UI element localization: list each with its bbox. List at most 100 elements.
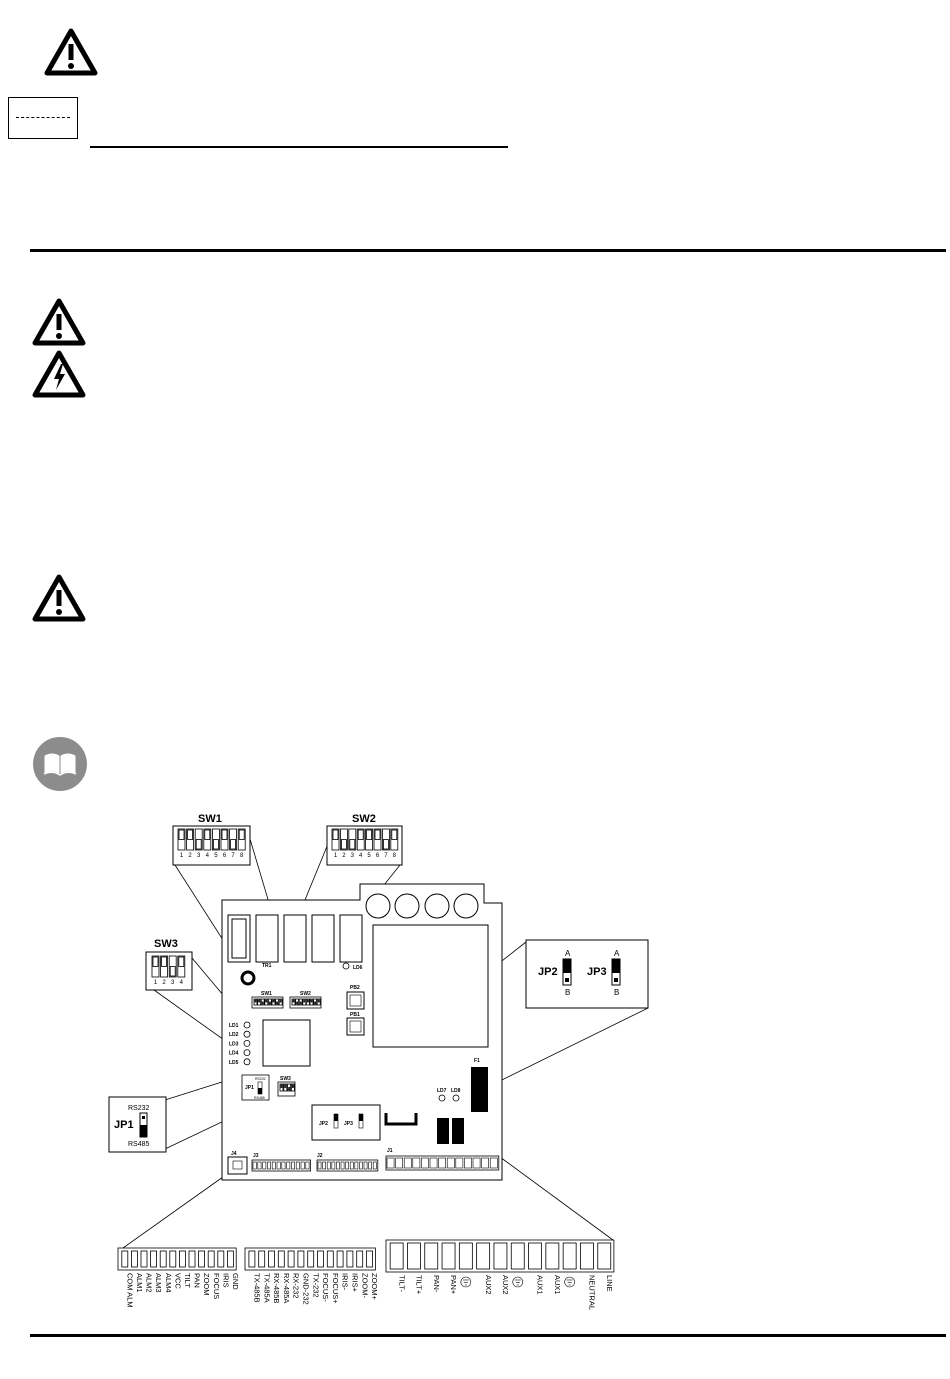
board-sw3-switches: [279, 1083, 295, 1092]
dip-number: 6: [223, 853, 227, 859]
dip-number: 4: [359, 853, 363, 859]
dip-lever: [382, 839, 389, 850]
dip-lever: [391, 829, 398, 840]
jp1-jumper: [140, 1125, 147, 1137]
dip-lever: [284, 1084, 287, 1088]
terminal-pin: [562, 1242, 577, 1270]
terminal-label: TX-485A: [262, 1273, 271, 1303]
terminal-pin: [121, 1250, 129, 1268]
dip-lever: [340, 839, 347, 850]
board-jp23: [311, 1104, 381, 1141]
terminal-pin: [340, 1161, 345, 1170]
terminal-pin: [424, 1242, 439, 1270]
warning-icon: [44, 28, 98, 76]
dip-number: 1: [180, 853, 184, 859]
terminal-label: GND: [231, 1273, 240, 1290]
dip-lever: [152, 956, 159, 967]
board-sw1-switches: [253, 998, 283, 1006]
dip-lever: [265, 999, 268, 1003]
footer-rule: [30, 1334, 946, 1337]
terminal-label: PAN: [193, 1273, 202, 1288]
underline-rule: [90, 146, 508, 148]
terminal-label: RX-232: [292, 1273, 301, 1298]
ld8-label: LD8: [451, 1088, 461, 1094]
mounting-holes: [365, 893, 479, 919]
dip-lever: [161, 956, 168, 967]
transformer: [372, 924, 489, 1048]
terminal-label: ZOOM: [202, 1273, 211, 1296]
terminal-pin: [458, 1242, 473, 1270]
dip-lever: [204, 829, 211, 840]
dip-lever: [254, 999, 257, 1003]
board-jp2-label: JP2: [319, 1121, 328, 1127]
terminal-pin: [198, 1250, 206, 1268]
board-jp3-label: JP3: [344, 1121, 353, 1127]
dip-lever: [272, 999, 275, 1003]
dip-number: 2: [162, 980, 166, 986]
terminal-label: AUX2: [484, 1275, 493, 1295]
j4-label: J4: [231, 1151, 237, 1157]
dip-lever: [187, 829, 194, 840]
terminal-pin: [307, 1250, 315, 1268]
terminal-label: FOCUS-: [321, 1273, 330, 1302]
terminal-label: TX-232: [311, 1273, 320, 1298]
terminal-pin: [438, 1157, 447, 1169]
pb2-label: PB2: [350, 985, 360, 991]
terminal-pin: [305, 1161, 310, 1170]
board-sw2-switches: [291, 998, 321, 1006]
terminal-pin: [489, 1157, 498, 1169]
board-jp1-label: JP1: [245, 1085, 254, 1091]
terminal-pin: [331, 1161, 336, 1170]
dip-lever: [280, 1084, 283, 1088]
dip-number: 1: [154, 980, 158, 986]
terminal-label: AUX1: [536, 1275, 545, 1295]
terminal-label: FOCUS: [212, 1273, 221, 1299]
led: [243, 1049, 251, 1056]
terminal-pin: [252, 1161, 257, 1170]
dip-number: 6: [376, 853, 380, 859]
terminal-pin: [178, 1250, 186, 1268]
terminal-pin: [366, 1250, 373, 1268]
terminal-label: COM ALM: [125, 1273, 134, 1308]
dip-number: 7: [231, 853, 235, 859]
dip-lever: [169, 966, 176, 977]
led-label: LD4: [229, 1051, 239, 1057]
dip-lever: [306, 999, 309, 1003]
jp2-b: B: [565, 988, 570, 997]
microcontroller: [262, 1019, 311, 1067]
dip-lever: [288, 1087, 291, 1091]
sw2-dip-switches: [331, 828, 399, 851]
tr1-label: TR1: [262, 963, 272, 969]
jp3-title: JP3: [587, 966, 607, 978]
led: [243, 1030, 251, 1038]
terminal-pin: [346, 1250, 354, 1268]
ground-icon: [512, 1276, 524, 1288]
dip-number: 4: [180, 980, 184, 986]
terminal-pin: [354, 1161, 359, 1170]
terminal-label: ALM3: [154, 1273, 163, 1293]
ld7-led: [438, 1094, 446, 1102]
dip-lever: [238, 829, 245, 840]
book-icon: [32, 736, 88, 792]
board-jp1: [241, 1074, 270, 1101]
led-label: LD1: [229, 1023, 239, 1029]
board-sw2-label: SW2: [300, 991, 311, 997]
terminal-pin: [395, 1157, 404, 1169]
terminal-label: IRIS+: [351, 1273, 360, 1293]
terminal-pin: [159, 1250, 167, 1268]
terminal-pin: [326, 1161, 331, 1170]
jp3-b: B: [614, 988, 619, 997]
terminal-pin: [356, 1250, 364, 1268]
terminal-pin: [295, 1161, 300, 1170]
dip-lever: [195, 839, 202, 850]
terminal-pin: [300, 1161, 305, 1170]
dip-lever: [310, 999, 313, 1003]
jp2-title: JP2: [538, 966, 558, 978]
terminal-label: ALM2: [145, 1273, 154, 1293]
terminal-label: TILT: [183, 1273, 192, 1288]
led: [243, 1021, 251, 1029]
dip-number: 7: [384, 853, 388, 859]
led: [243, 1040, 251, 1047]
dip-lever: [212, 839, 219, 850]
